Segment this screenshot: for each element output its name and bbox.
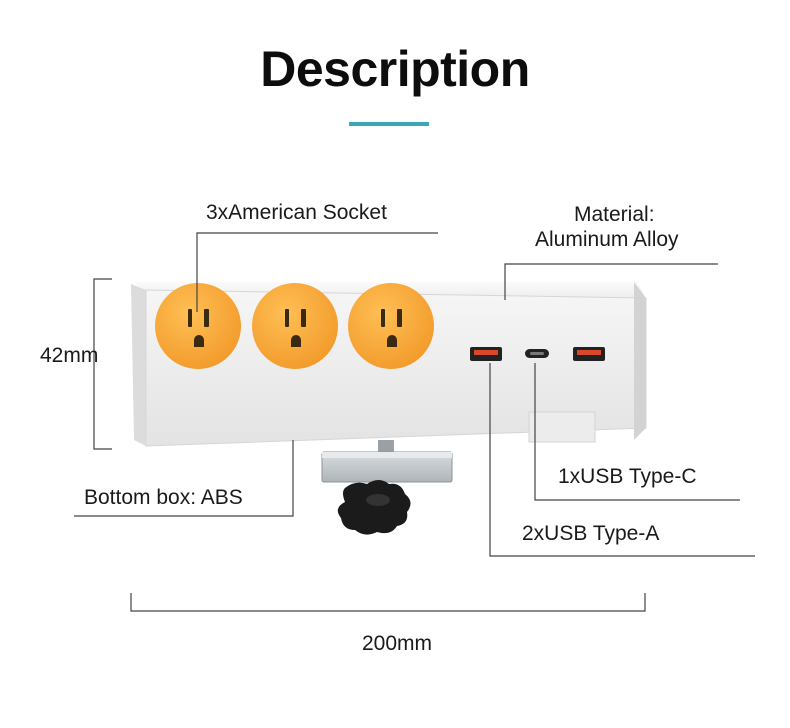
desk-clamp <box>321 440 453 535</box>
american-socket <box>252 283 338 369</box>
label-usb-a: 2xUSB Type-A <box>522 522 660 545</box>
housing-right-end <box>634 282 646 440</box>
label-bottom-box: Bottom box: ABS <box>84 486 243 509</box>
label-sockets: 3xAmerican Socket <box>206 201 387 224</box>
usb-a-port <box>573 347 605 361</box>
label-usb-c: 1xUSB Type-C <box>558 465 697 488</box>
label-width: 200mm <box>362 632 433 655</box>
american-socket <box>155 283 241 369</box>
clamp-knob <box>337 480 411 535</box>
label-material-line1: Material: <box>574 203 655 226</box>
label-height: 42mm <box>40 344 99 367</box>
page-title: Description <box>260 41 530 97</box>
title-accent-bar <box>349 122 429 126</box>
american-socket <box>348 283 434 369</box>
side-panel <box>528 411 596 443</box>
label-material-line2: Aluminum Alloy <box>535 228 679 251</box>
usb-a-port <box>470 347 502 361</box>
leader-lines <box>74 232 755 612</box>
housing-left-end <box>131 284 146 446</box>
usb-c-port <box>525 349 549 358</box>
